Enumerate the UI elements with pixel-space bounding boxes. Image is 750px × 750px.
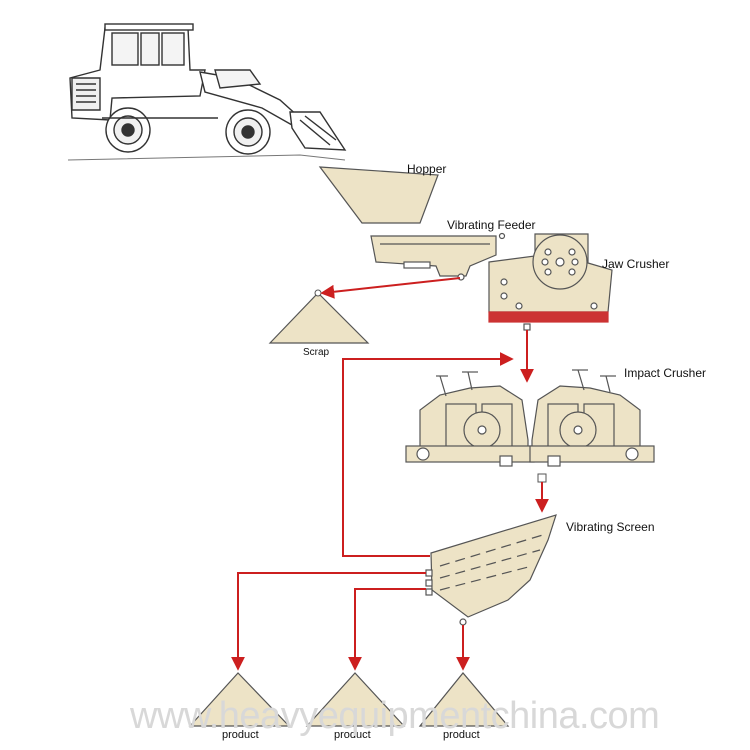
arrow-recirculation bbox=[342, 352, 514, 557]
arrow-screen-to-product-2 bbox=[348, 588, 426, 671]
vibrating-feeder-icon bbox=[370, 232, 506, 281]
impact-crusher-right-icon bbox=[529, 369, 655, 467]
arrow-screen-to-product-1 bbox=[231, 572, 426, 671]
flow-arrows bbox=[231, 277, 549, 671]
product-2-label: product bbox=[334, 729, 371, 741]
ground-line bbox=[67, 154, 346, 161]
product-1-label: product bbox=[222, 729, 259, 741]
vibrating-screen-label: Vibrating Screen bbox=[566, 520, 655, 534]
wheel-loader-icon bbox=[69, 23, 347, 155]
product-pile-2-icon bbox=[305, 672, 406, 727]
scrap-pile-icon bbox=[268, 289, 370, 344]
impact-outlet-icon bbox=[537, 473, 547, 483]
hopper-label: Hopper bbox=[407, 162, 446, 176]
product-pile-1-icon bbox=[188, 672, 291, 727]
vibrating-feeder-label: Vibrating Feeder bbox=[447, 218, 536, 232]
product-pile-3-icon bbox=[418, 672, 510, 727]
impact-crusher-icon bbox=[405, 371, 535, 467]
arrow-feeder-to-scrap bbox=[320, 277, 461, 299]
watermark: www.heavyequipmentchina.com bbox=[129, 695, 659, 737]
vibrating-screen-icon bbox=[425, 514, 557, 626]
product-3-label: product bbox=[443, 729, 480, 741]
hopper-icon bbox=[318, 166, 439, 224]
jaw-crusher-icon bbox=[488, 233, 613, 331]
impact-crusher-label: Impact Crusher bbox=[624, 366, 706, 380]
jaw-crusher-label: Jaw Crusher bbox=[602, 257, 669, 271]
scrap-label: Scrap bbox=[303, 347, 330, 358]
